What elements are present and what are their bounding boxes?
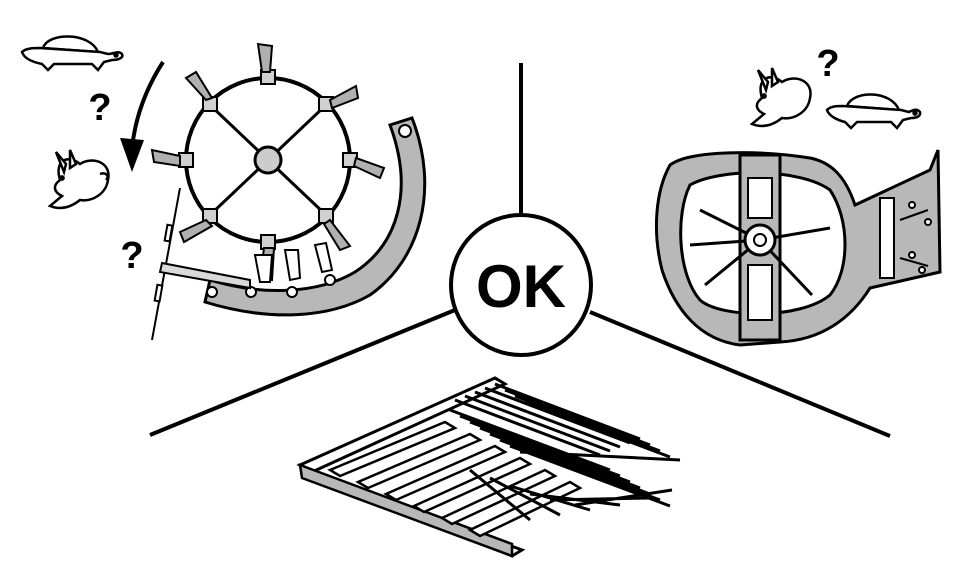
rabbit-icon xyxy=(47,149,110,210)
side-bracket xyxy=(879,197,895,279)
adjustment-rod xyxy=(151,187,251,341)
reel-lower-fingers xyxy=(245,241,336,298)
drum-illustration: ? xyxy=(654,43,942,347)
rake-tines xyxy=(449,382,681,522)
divider-right xyxy=(589,310,891,438)
turtle-icon xyxy=(20,35,124,72)
ok-circle xyxy=(449,213,593,357)
rabbit-icon xyxy=(749,67,812,128)
tine-rake-illustration xyxy=(296,376,681,558)
bracket-bolts xyxy=(899,201,932,274)
reel-hub xyxy=(253,145,283,175)
question-mark-drum: ? xyxy=(816,43,839,85)
drum-hub-inner xyxy=(753,233,767,247)
crossbar-slot-bottom xyxy=(747,264,773,321)
divider-left xyxy=(149,308,456,437)
ok-label: OK xyxy=(476,253,566,320)
rotation-arrow xyxy=(120,60,165,172)
housing-bolt-bottom xyxy=(206,286,218,298)
turtle-icon xyxy=(825,93,922,130)
tine-reel-illustration: ? ? xyxy=(20,35,427,341)
reel-housing xyxy=(203,116,427,317)
crossbar-slot-top xyxy=(747,177,773,219)
divider-lines xyxy=(149,63,891,438)
housing-bolt-top xyxy=(398,124,412,138)
question-mark-height: ? xyxy=(120,235,143,277)
question-mark-speed: ? xyxy=(88,87,111,129)
ok-badge: OK xyxy=(449,213,593,357)
